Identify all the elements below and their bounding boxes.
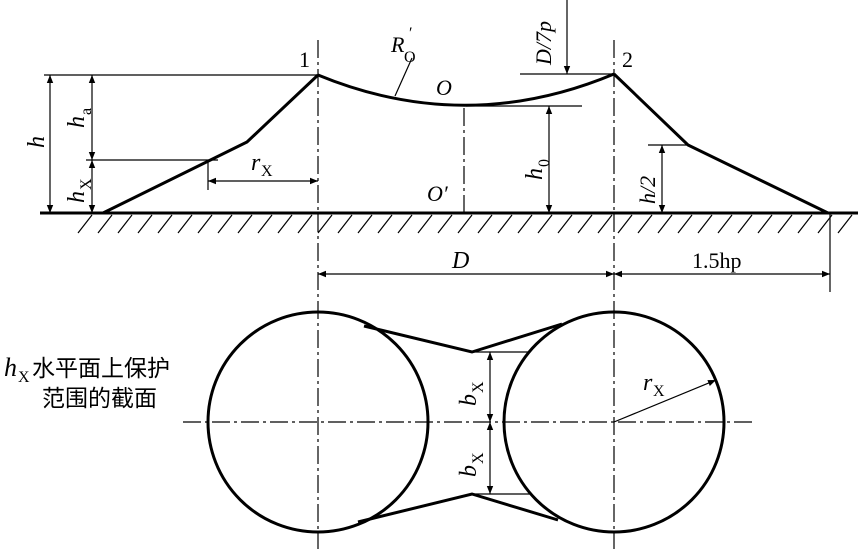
svg-text:X: X <box>18 369 30 386</box>
label-h-half: h/2 <box>635 176 660 204</box>
svg-text:水平面上保护: 水平面上保护 <box>32 356 170 382</box>
svg-text:X: X <box>470 381 487 393</box>
svg-text:b: b <box>456 394 482 406</box>
label-b-x-upper: b X <box>456 381 487 406</box>
svg-text:0: 0 <box>536 159 553 167</box>
label-r-x-top: r X <box>251 150 273 180</box>
svg-text:h: h <box>64 116 90 128</box>
label-d-over-7p: D/7p <box>531 21 556 66</box>
label-o-prime: O′ <box>427 181 449 206</box>
svg-text:X: X <box>653 383 665 400</box>
svg-text:O: O <box>404 49 416 66</box>
label-h-a: h a <box>64 108 95 128</box>
svg-text:r: r <box>643 370 653 396</box>
svg-text:范围的截面: 范围的截面 <box>42 386 157 412</box>
svg-text:h: h <box>522 168 548 180</box>
ground-hatching <box>77 214 853 234</box>
label-point-1: 1 <box>299 47 310 72</box>
label-h: h <box>24 136 50 148</box>
svg-text:′: ′ <box>409 25 413 42</box>
svg-text:r: r <box>251 150 261 176</box>
label-d: D <box>451 248 469 274</box>
label-h-x: h X <box>64 178 95 203</box>
svg-text:a: a <box>78 108 95 115</box>
label-r-x-bottom: r X <box>643 370 665 400</box>
section-caption: h X 水平面上保护 范围的截面 <box>4 353 170 412</box>
svg-text:X: X <box>470 452 487 464</box>
ro-leader <box>394 57 413 97</box>
rx-radius-line <box>613 379 717 423</box>
left-protection-outline <box>102 73 320 215</box>
label-point-2: 2 <box>622 47 633 72</box>
protection-arc <box>317 72 615 107</box>
svg-text:X: X <box>78 178 95 190</box>
svg-text:h: h <box>64 191 90 203</box>
label-b-x-lower: b X <box>456 452 487 477</box>
svg-text:b: b <box>456 465 482 477</box>
label-h-0: h 0 <box>522 159 553 180</box>
label-1-5hp: 1.5hp <box>692 248 742 273</box>
svg-text:h: h <box>4 353 17 382</box>
svg-text:R: R <box>390 32 405 57</box>
label-r-o-prime: R O ′ <box>390 25 416 66</box>
svg-text:X: X <box>261 163 273 180</box>
label-o: O <box>436 75 452 100</box>
